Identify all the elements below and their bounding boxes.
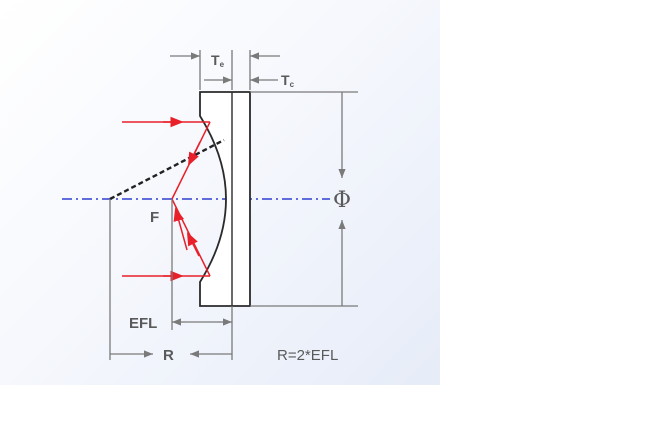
diagram-panel: Te Tc Φ F EFL R R=2*EFL	[0, 0, 440, 385]
tc-label: Tc	[281, 72, 295, 89]
thickness-dimension	[170, 50, 358, 307]
focal-ray-arrow	[173, 207, 188, 251]
focal-point-label: F	[150, 209, 159, 226]
radius-label: R	[163, 347, 174, 364]
lower-ray	[122, 198, 211, 277]
formula-label: R=2*EFL	[277, 347, 338, 364]
radius-dimension	[109, 199, 232, 360]
diameter-symbol: Φ	[333, 188, 351, 213]
efl-label: EFL	[129, 315, 157, 332]
efl-dimension	[171, 199, 233, 360]
upper-ray-reflected-arrow	[187, 141, 201, 167]
upper-ray	[122, 121, 211, 200]
concave-mirror-diagram: Te Tc Φ F EFL R R=2*EFL	[62, 50, 358, 364]
lens-outline	[199, 91, 251, 307]
radius-construction-line	[109, 138, 225, 201]
te-label: Te	[211, 52, 225, 69]
lower-ray-reflected-arrow	[186, 231, 200, 257]
